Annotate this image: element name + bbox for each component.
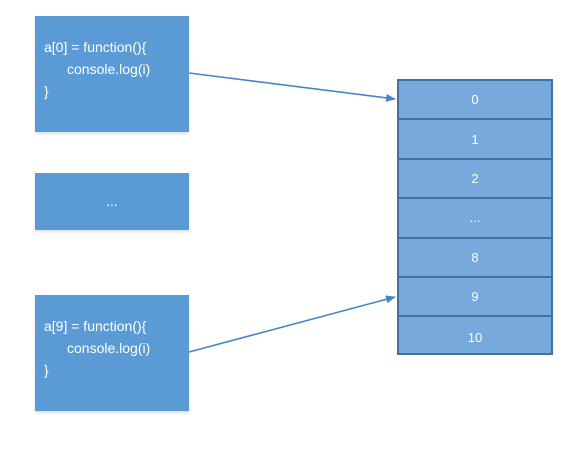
code-line: } — [44, 362, 49, 378]
arrow-a9-to-9 — [188, 295, 396, 353]
ellipsis-label: ... — [106, 193, 118, 209]
ellipsis-box: ... — [35, 173, 189, 230]
array-cell-1: 1 — [399, 120, 551, 160]
array-cell-9: 9 — [399, 278, 551, 318]
array-cell-2: 2 — [399, 160, 551, 200]
array-cell-8: 8 — [399, 239, 551, 278]
code-line: a[0] = function(){ — [44, 39, 147, 55]
array-cell-ellipsis: ... — [399, 199, 551, 239]
arrow-a0-to-0 — [188, 72, 396, 102]
function-box-a9: a[9] = function(){ console.log(i) } — [35, 295, 189, 411]
code-line: console.log(i) — [67, 61, 151, 77]
code-line: } — [44, 83, 49, 99]
code-line: a[9] = function(){ — [44, 318, 147, 334]
code-line: console.log(i) — [67, 340, 151, 356]
function-box-a0: a[0] = function(){ console.log(i) } — [35, 16, 189, 132]
array-cell-10: 10 — [467, 329, 483, 345]
array-cell-0: 0 — [399, 81, 551, 121]
value-array: 0 1 2 ... 8 9 10 — [397, 79, 553, 355]
